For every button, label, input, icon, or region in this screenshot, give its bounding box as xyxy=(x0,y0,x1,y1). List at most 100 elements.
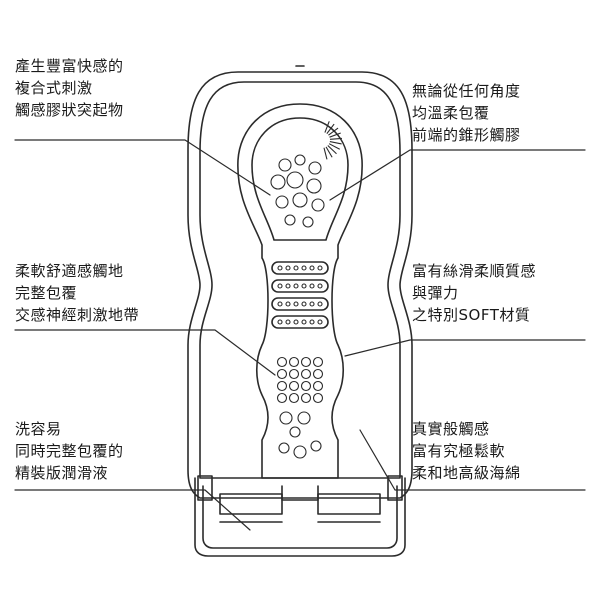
texture-nub xyxy=(293,319,299,325)
texture-nub xyxy=(288,356,300,368)
texture-nub xyxy=(293,265,299,271)
texture-nub xyxy=(285,265,291,271)
texture-nub xyxy=(294,154,306,166)
texture-spike xyxy=(326,123,335,134)
callout-line: 同時完整包覆的 xyxy=(15,442,124,460)
texture-spike xyxy=(324,121,330,133)
texture-nub xyxy=(276,368,288,380)
texture-nub xyxy=(288,380,300,392)
texture-nub xyxy=(306,178,322,194)
callout-line: 洗容易 xyxy=(15,420,62,438)
callout-line: 精裝版潤滑液 xyxy=(15,464,109,482)
texture-nub xyxy=(310,440,322,452)
texture-nub xyxy=(308,161,322,175)
callout-line: 均溫柔包覆 xyxy=(412,104,490,122)
callout-line: 交感神經刺激地帶 xyxy=(15,306,140,324)
callout-top-left: 產生豐富快感的 複合式刺激 觸感膠狀突起物 xyxy=(15,55,124,121)
outer-cup-outline xyxy=(187,71,413,499)
callout-line: 柔和地高級海綿 xyxy=(412,464,521,482)
texture-nub xyxy=(317,283,323,289)
callout-line: 富有絲滑柔順質感 xyxy=(412,262,537,280)
callout-bottom-left: 洗容易 同時完整包覆的 精裝版潤滑液 xyxy=(15,418,124,484)
texture-nub xyxy=(301,265,307,271)
texture-nub xyxy=(285,283,291,289)
sleeve-inner-outline xyxy=(251,117,349,241)
callout-middle-right: 富有絲滑柔順質感 與彈力 之特別SOFT材質 xyxy=(412,260,536,326)
texture-spike xyxy=(325,146,333,158)
nub-texture xyxy=(270,121,342,459)
texture-nub xyxy=(300,368,312,380)
texture-nub xyxy=(278,442,290,454)
texture-nub xyxy=(270,174,286,190)
texture-nub xyxy=(279,411,293,425)
texture-nub xyxy=(312,368,324,380)
texture-nub xyxy=(284,214,296,226)
texture-nub xyxy=(293,445,307,459)
texture-nub xyxy=(317,319,323,325)
texture-nub xyxy=(288,392,300,404)
texture-nub xyxy=(276,356,288,368)
callout-line: 無論從任何角度 xyxy=(412,82,521,100)
inner-wall-outline xyxy=(199,81,401,479)
texture-nub xyxy=(285,319,291,325)
texture-nub xyxy=(311,198,325,212)
texture-spike xyxy=(327,145,337,155)
texture-spike xyxy=(329,137,342,140)
callout-line: 完整包覆 xyxy=(15,284,78,302)
texture-nub xyxy=(317,301,323,307)
texture-nub xyxy=(302,216,314,228)
texture-nub xyxy=(277,283,283,289)
texture-nub xyxy=(309,301,315,307)
texture-nub xyxy=(289,426,301,438)
texture-nub xyxy=(288,368,300,380)
callout-line: 觸感膠狀突起物 xyxy=(15,101,124,119)
texture-nub xyxy=(312,392,324,404)
texture-nub xyxy=(286,171,304,189)
texture-nub xyxy=(276,392,288,404)
texture-nub xyxy=(300,356,312,368)
texture-nub xyxy=(277,319,283,325)
leader-lines xyxy=(14,139,586,531)
texture-spike xyxy=(323,147,328,160)
callout-line: 前端的錐形觸膠 xyxy=(412,126,521,144)
texture-nub xyxy=(309,283,315,289)
texture-spike xyxy=(329,132,341,138)
texture-nub xyxy=(292,192,308,208)
texture-spike xyxy=(328,143,340,150)
texture-spike xyxy=(328,127,339,136)
callout-middle-left: 柔軟舒適感觸地 完整包覆 交感神經刺激地帶 xyxy=(15,260,139,326)
texture-nub xyxy=(276,380,288,392)
callout-line: 與彈力 xyxy=(412,284,459,302)
texture-nub xyxy=(301,319,307,325)
texture-nub xyxy=(309,319,315,325)
texture-nub xyxy=(293,301,299,307)
texture-nub xyxy=(293,283,299,289)
sleeve-outline xyxy=(237,103,363,479)
texture-nub xyxy=(312,356,324,368)
texture-nub xyxy=(278,158,292,172)
callout-bottom-right: 真實般觸感 富有究極鬆軟 柔和地高級海綿 xyxy=(412,418,521,484)
callout-line: 產生豐富快感的 xyxy=(15,57,124,75)
texture-nub xyxy=(301,283,307,289)
callout-top-right: 無論從任何角度 均溫柔包覆 前端的錐形觸膠 xyxy=(412,80,521,146)
texture-nub xyxy=(312,380,324,392)
texture-nub xyxy=(285,301,291,307)
ridge-bands xyxy=(271,261,329,329)
callout-line: 之特別SOFT材質 xyxy=(412,306,531,324)
texture-nub xyxy=(300,392,312,404)
texture-nub xyxy=(317,265,323,271)
callout-line: 複合式刺激 xyxy=(15,79,93,97)
texture-nub xyxy=(300,380,312,392)
texture-nub xyxy=(277,301,283,307)
texture-nub xyxy=(297,411,311,425)
texture-spike xyxy=(329,141,342,145)
texture-nub xyxy=(309,265,315,271)
callout-line: 富有究極鬆軟 xyxy=(412,442,506,460)
callout-line: 柔軟舒適感觸地 xyxy=(15,262,124,280)
callout-line: 真實般觸感 xyxy=(412,420,490,438)
texture-nub xyxy=(277,265,283,271)
texture-nub xyxy=(275,195,289,209)
texture-nub xyxy=(301,301,307,307)
cup-base xyxy=(194,475,406,557)
